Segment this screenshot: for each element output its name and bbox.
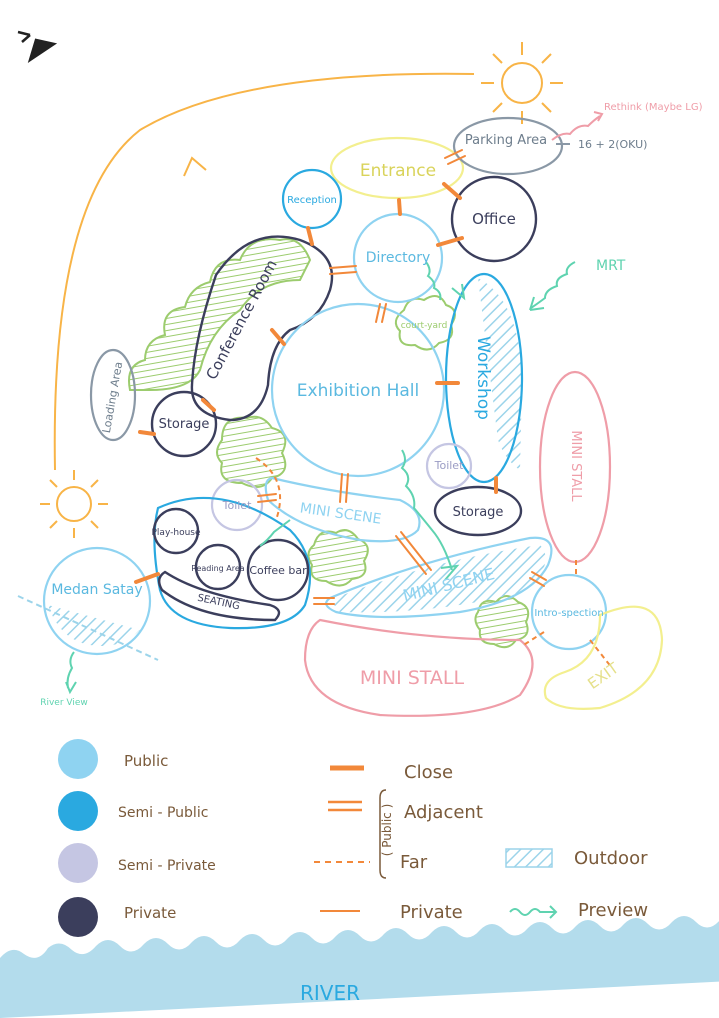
courtyard-label: court-yard	[401, 321, 448, 331]
legend-preview-label: Preview	[578, 900, 648, 921]
mini-scene-outdoor	[330, 545, 546, 613]
office-label: Office	[472, 210, 516, 228]
coffee-bar-label: Coffee bar	[249, 564, 307, 577]
medan-satay-label: Medan Satay	[51, 582, 142, 598]
storage-right-bubble[interactable]	[433, 485, 523, 537]
river-edge-dashed	[17, 595, 159, 661]
legend-public-label: Public	[124, 752, 168, 770]
toilet-right-label: Toilet	[434, 459, 464, 472]
legend-private-label: Private	[124, 904, 176, 922]
conference-room-bubble[interactable]	[190, 235, 334, 422]
parking-area-label-text: Parking Area	[465, 133, 547, 148]
mini-stall-bottom-bubble[interactable]	[303, 618, 534, 717]
vegetation-left	[128, 238, 312, 391]
mrt-label: MRT	[596, 258, 626, 274]
seating-bubble[interactable]	[157, 570, 281, 622]
storage-right-label: Storage	[453, 505, 504, 520]
exit-bubble[interactable]	[543, 605, 664, 710]
close-connectors	[134, 182, 498, 584]
legend-public-bracket-label: ( Public )	[380, 804, 394, 857]
reading-area-label: Reading Area	[191, 564, 245, 573]
storage-left-label: Storage	[159, 417, 210, 432]
parking-area-label: Parking Area	[465, 133, 547, 148]
playhouse-label: Play-house	[152, 528, 201, 538]
legend-adjacent-swatch	[328, 800, 362, 812]
legend-private-swatch	[58, 897, 98, 937]
loading-area-bubble[interactable]	[89, 348, 137, 442]
parking-to-mrt-line	[245, 430, 540, 470]
reception-label: Reception	[287, 195, 337, 206]
rethink-label: Rethink (Maybe LG)	[604, 102, 703, 113]
vegetation-toilet	[216, 415, 287, 488]
legend-semi-private-swatch	[58, 843, 98, 883]
exit-label: EXIT	[584, 658, 622, 692]
rethink-arrow	[551, 111, 604, 141]
sun-icon-left	[40, 470, 108, 538]
legend-semi-public-label: Semi - Public	[118, 805, 208, 821]
legend-far-label: Far	[400, 852, 428, 873]
legend-preview-swatch	[509, 905, 558, 919]
river-band	[0, 916, 719, 1018]
legend-outdoor-swatch	[505, 848, 553, 868]
vegetation-introspection	[474, 595, 530, 649]
mini-scene-lower-bubble[interactable]	[325, 536, 553, 619]
sun-path	[53, 72, 475, 471]
entrance-bubble[interactable]	[329, 136, 465, 200]
mini-stall-bottom-label: MINI STALL	[360, 667, 465, 689]
parking-count-label: 16 + 2(OKU)	[578, 138, 647, 151]
legend-semi-public-swatch	[58, 791, 98, 831]
playhouse-bubble[interactable]	[152, 507, 200, 555]
workshop-label: Workshop	[473, 336, 493, 420]
river-label: RIVER	[300, 981, 360, 1005]
vegetation-miniscene	[307, 529, 369, 587]
legend-bracket	[379, 789, 387, 879]
mini-stall-right-label: MINI STALL	[568, 430, 583, 502]
north-arrow-icon	[17, 30, 58, 63]
legend-private-line-label: Private	[400, 902, 463, 923]
adjacent-connectors	[257, 149, 547, 605]
workshop-bubble[interactable]	[444, 272, 524, 484]
legend-adjacent-label: Adjacent	[404, 802, 483, 823]
reading-area-bubble[interactable]	[194, 543, 242, 591]
entrance-label: Entrance	[360, 161, 436, 181]
legend-outdoor-label: Outdoor	[574, 848, 648, 869]
exhibition-hall-label: Exhibition Hall	[297, 381, 419, 401]
toilet-left-bubble[interactable]	[210, 478, 264, 532]
legend-public-swatch	[58, 739, 98, 779]
exhibition-hall-bubble[interactable]	[270, 302, 446, 478]
toilet-left-label: Toilet	[222, 499, 252, 512]
mini-scene-upper-label: MINI SCENE	[299, 500, 383, 527]
office-bubble[interactable]	[450, 175, 538, 263]
toilet-right-bubble[interactable]	[425, 442, 473, 490]
river-view-label: River View	[40, 698, 88, 708]
introspection-label: Intro-spection	[534, 608, 603, 619]
reception-bubble[interactable]	[281, 168, 343, 230]
directory-label: Directory	[366, 250, 431, 266]
medan-satay-bubble[interactable]	[42, 546, 152, 656]
vegetation-courtyard	[394, 295, 456, 351]
storage-left-bubble[interactable]	[150, 390, 218, 458]
coffee-bar-bubble[interactable]	[246, 538, 310, 602]
medan-satay-outdoor	[48, 605, 140, 646]
legend-close-label: Close	[404, 762, 453, 783]
far-connectors	[255, 457, 613, 669]
legend-semi-private-label: Semi - Private	[118, 858, 216, 874]
parking-area-bubble[interactable]	[452, 116, 564, 176]
sun-path-arrow-icon	[183, 156, 207, 177]
loading-area-label: Loading Area	[100, 361, 125, 434]
preview-arrows	[65, 261, 576, 695]
sun-icon-top	[481, 42, 563, 124]
workshop-outdoor	[478, 278, 522, 470]
